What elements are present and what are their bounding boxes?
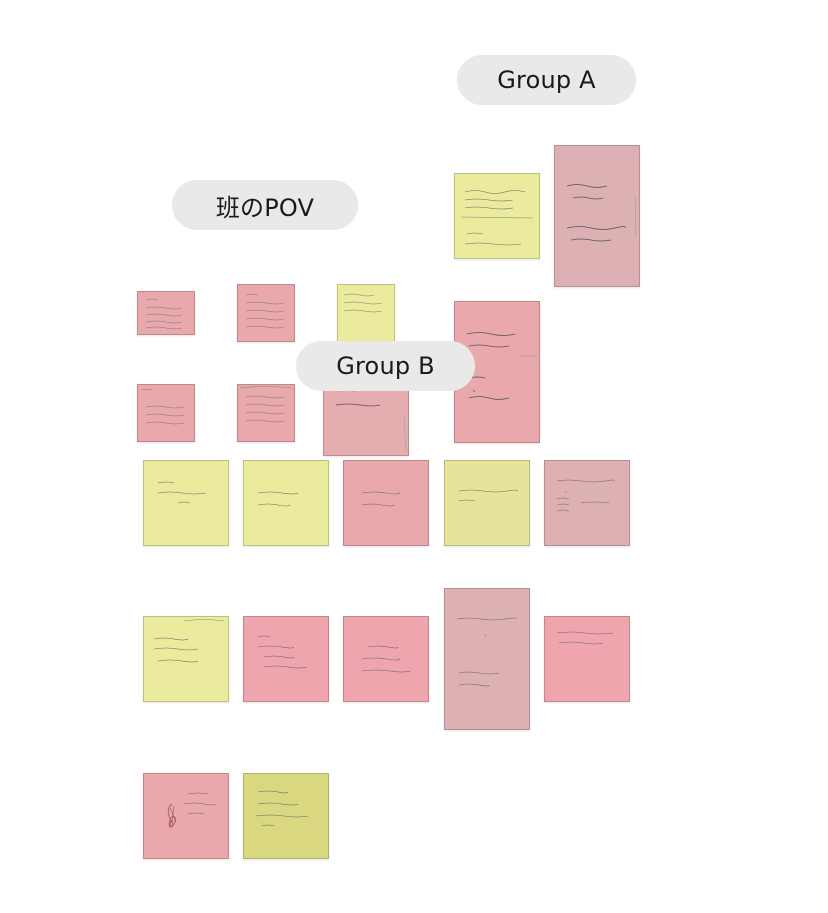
handwriting-scribble [245, 293, 285, 329]
sticky-note[interactable] [343, 460, 429, 546]
handwriting-scribble [157, 481, 207, 504]
handwriting-scribble [566, 184, 637, 242]
sticky-note[interactable] [243, 460, 329, 546]
group-a-label[interactable]: Group A [457, 55, 636, 105]
handwriting-scribble [556, 631, 614, 645]
sticky-note[interactable] [454, 173, 540, 259]
handwriting-scribble [343, 293, 383, 313]
handwriting-scribble [335, 389, 407, 452]
sticky-note[interactable] [337, 284, 395, 342]
pov-group-label[interactable]: 班のPOV [172, 180, 358, 230]
handwriting-scribble [458, 489, 518, 502]
sticky-note[interactable] [243, 773, 329, 859]
handwriting-scribble [466, 332, 537, 400]
handwriting-scribble [167, 792, 217, 828]
handwriting-scribble [239, 386, 293, 423]
sticky-note[interactable] [143, 773, 229, 859]
handwriting-scribble [456, 617, 518, 687]
sticky-note[interactable] [243, 616, 329, 702]
group-b-label-text: Group B [336, 352, 435, 380]
handwriting-scribble [361, 491, 401, 507]
handwriting-scribble [153, 619, 225, 663]
group-b-label[interactable]: Group B [296, 341, 475, 391]
sticky-note[interactable] [143, 460, 229, 546]
sticky-note[interactable] [137, 384, 195, 442]
handwriting-scribble [145, 298, 183, 330]
sticky-note[interactable] [323, 384, 409, 456]
handwriting-scribble [556, 479, 615, 512]
sticky-note[interactable] [237, 284, 295, 342]
sticky-note[interactable] [444, 588, 530, 730]
handwriting-scribble [255, 790, 309, 827]
sticky-note[interactable] [444, 460, 530, 546]
sticky-note[interactable] [544, 616, 630, 702]
pov-group-label-text: 班のPOV [215, 193, 315, 222]
handwriting-scribble [361, 645, 411, 673]
group-a-label-text: Group A [497, 66, 596, 94]
handwriting-scribble [257, 491, 299, 507]
sticky-note[interactable] [143, 616, 229, 702]
handwriting-scribble [141, 388, 185, 425]
sticky-note[interactable] [237, 384, 295, 442]
sticky-note[interactable] [137, 291, 195, 335]
sticky-note[interactable] [544, 460, 630, 546]
sticky-note[interactable] [554, 145, 640, 287]
sticky-note[interactable] [343, 616, 429, 702]
handwriting-scribble [460, 190, 534, 246]
handwriting-scribble [257, 635, 307, 669]
